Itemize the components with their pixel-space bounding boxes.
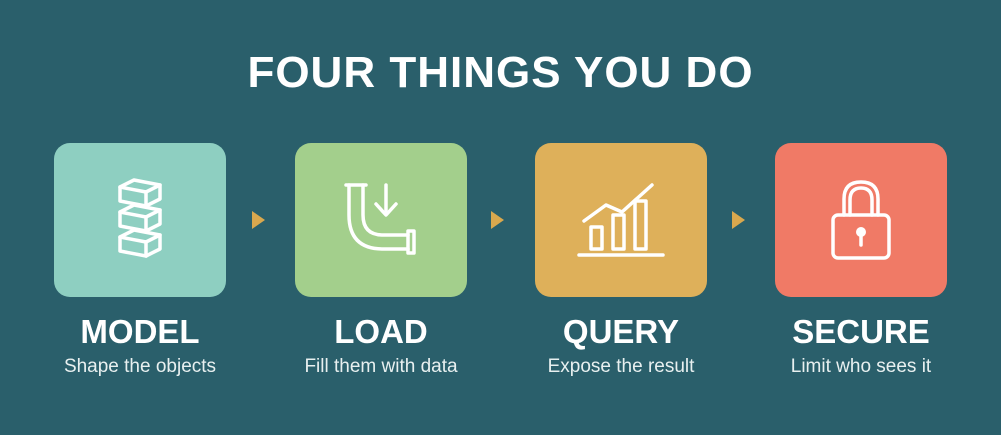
pipe-down-arrow-icon bbox=[338, 177, 424, 263]
step-secure-subtitle: Limit who sees it bbox=[790, 356, 932, 377]
step-model-card bbox=[54, 143, 226, 297]
step-secure: SECURE Limit who sees it bbox=[775, 143, 947, 379]
step-query-card bbox=[535, 143, 707, 297]
arrow-right-icon bbox=[491, 211, 504, 229]
arrow-right-icon bbox=[732, 211, 745, 229]
step-secure-label: SECURE bbox=[792, 313, 930, 350]
step-query: QUERY Expose the result bbox=[535, 143, 707, 379]
step-load-card bbox=[295, 143, 467, 297]
step-query-label: QUERY bbox=[562, 313, 680, 350]
step-model-label: MODEL bbox=[80, 313, 200, 350]
step-model-subtitle: Shape the objects bbox=[63, 356, 217, 377]
step-load-subtitle: Fill them with data bbox=[304, 356, 458, 377]
step-model: MODEL Shape the objects bbox=[54, 143, 226, 379]
stacked-blocks-icon bbox=[110, 177, 170, 263]
step-query-subtitle: Expose the result bbox=[547, 356, 695, 377]
arrow-right-icon bbox=[252, 211, 265, 229]
step-load-label: LOAD bbox=[334, 313, 428, 350]
padlock-icon bbox=[828, 177, 894, 263]
step-load: LOAD Fill them with data bbox=[295, 143, 467, 379]
step-secure-card bbox=[775, 143, 947, 297]
page-title: FOUR THINGS YOU DO bbox=[247, 48, 754, 97]
bar-chart-trend-icon bbox=[576, 177, 666, 263]
